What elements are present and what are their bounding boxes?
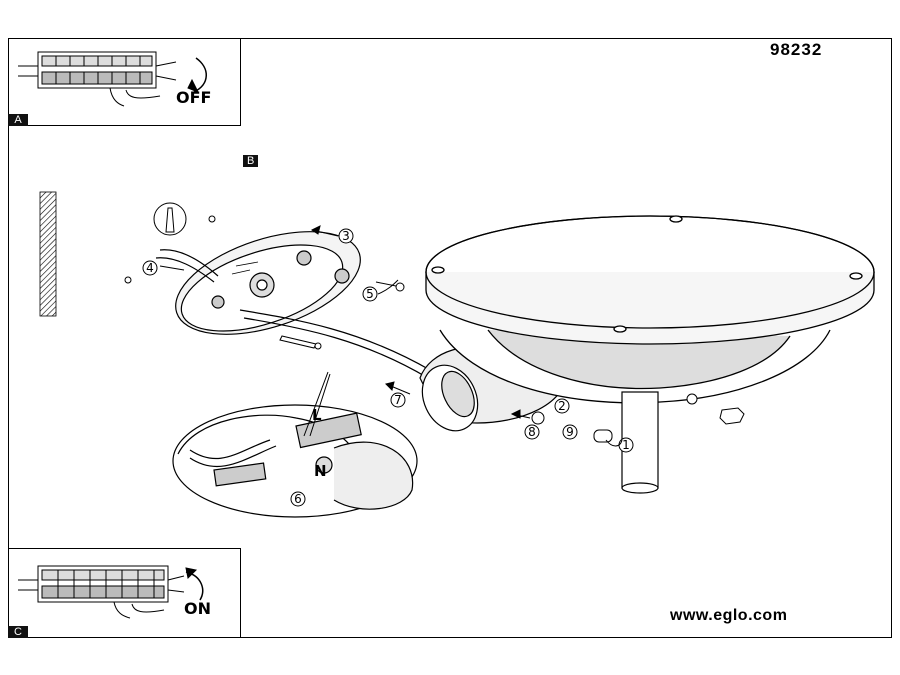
rotate-arrow-off (193, 57, 207, 93)
step-7-callout (385, 381, 411, 408)
step-5-number: 5 (366, 287, 374, 301)
step-4-callout (142, 260, 185, 276)
step-3-number: 3 (342, 229, 350, 243)
diagram-frame (8, 38, 892, 638)
lamp-head (425, 215, 875, 404)
terminal-block-on (18, 565, 204, 619)
panel-c-tag: C (8, 626, 28, 638)
panel-b-tag: B (243, 155, 259, 167)
step-9-callout (562, 424, 578, 440)
wire-left (18, 65, 38, 77)
wiring-detail (172, 371, 418, 518)
step-4-number: 4 (146, 261, 154, 275)
model-number: 98232 (770, 40, 823, 59)
step-2-number: 2 (558, 399, 566, 413)
step-6-number: 6 (294, 492, 302, 506)
step-8-callout (510, 409, 540, 440)
washer-icon (124, 276, 132, 284)
step-3-callout (311, 225, 354, 244)
terminal-row-top (41, 55, 153, 67)
step-8-number: 8 (528, 425, 536, 439)
website-url: www.eglo.com (670, 607, 788, 624)
step-6-callout (290, 491, 306, 507)
wire-label-neutral: N (314, 462, 327, 480)
screw-icon (279, 281, 405, 350)
panel-a-tag: A (8, 114, 28, 126)
lamp-arm (419, 346, 561, 432)
step-1-number: 1 (622, 438, 630, 452)
step-2-callout (554, 398, 570, 414)
power-off-label: OFF (176, 88, 212, 107)
step-7-number: 7 (394, 393, 402, 407)
wall-plug-icon (153, 202, 216, 236)
nut-icon (531, 393, 745, 443)
wall-canopy (175, 231, 361, 335)
wire-right (155, 61, 177, 81)
terminal-row-bottom (41, 71, 153, 85)
wire-label-live: L (312, 406, 322, 424)
terminal-block-off (18, 51, 207, 107)
supply-cable (155, 249, 431, 379)
power-on-label: ON (184, 599, 211, 618)
hand-outline (109, 87, 161, 107)
step-1-callout (605, 437, 634, 453)
step-5-callout (362, 279, 399, 302)
wall-hatch (39, 191, 57, 317)
step-9-number: 9 (566, 425, 574, 439)
